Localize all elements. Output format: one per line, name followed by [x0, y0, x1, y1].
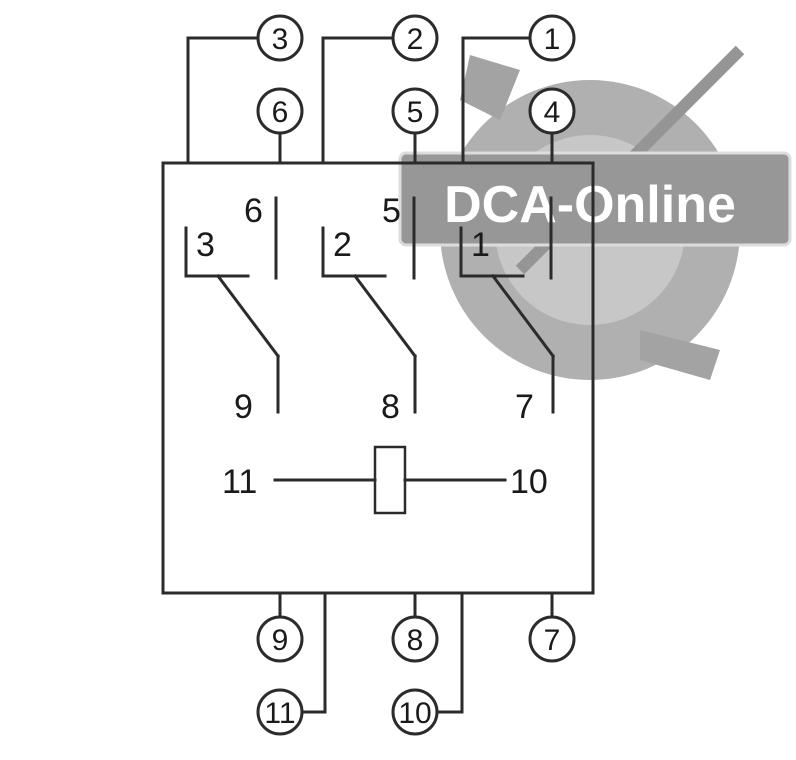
coil-symbol: [373, 445, 407, 515]
label-10: 10: [510, 463, 548, 501]
terminal-8: 8: [391, 615, 439, 663]
svg-text:8: 8: [407, 624, 424, 657]
svg-text:10: 10: [398, 697, 431, 730]
contact-blade-1: [215, 273, 281, 359]
wire-terminal-1: [461, 36, 530, 165]
label-5: 5: [382, 192, 401, 230]
contact-blade-2: [352, 273, 418, 359]
wire-terminal-2: [321, 36, 395, 165]
watermark-logo: DCA-Online: [398, 45, 792, 380]
label-7: 7: [515, 388, 534, 426]
watermark-banner: [398, 151, 792, 247]
svg-text:4: 4: [544, 96, 561, 129]
label-1: 1: [471, 226, 490, 264]
svg-text:3: 3: [272, 23, 289, 56]
contact-blade-3: [490, 273, 556, 359]
relay-body: [161, 161, 595, 595]
svg-text:7: 7: [544, 624, 561, 657]
svg-text:5: 5: [407, 96, 424, 129]
contact-com-2: [321, 226, 387, 278]
watermark-wrench-top: [460, 55, 520, 120]
svg-text:1: 1: [544, 23, 561, 56]
label-9: 9: [234, 388, 253, 426]
contact-pole-2: 5 2 8: [321, 192, 418, 426]
wire-terminal-10: [435, 591, 464, 714]
watermark-text: DCA-Online: [444, 176, 736, 234]
terminal-4: 4: [528, 87, 576, 135]
relay-coil: 11 10: [222, 445, 548, 515]
terminal-10: 10: [391, 688, 439, 736]
contact-com-3: [184, 226, 250, 278]
label-6: 6: [244, 192, 263, 230]
svg-text:9: 9: [272, 624, 289, 657]
terminal-5: 5: [391, 87, 439, 135]
terminal-6: 6: [256, 87, 304, 135]
watermark-wrench-bottom: [640, 330, 720, 380]
terminal-1: 1: [528, 14, 576, 62]
contact-pole-1: 6 3 9: [184, 192, 281, 426]
label-3: 3: [196, 226, 215, 264]
terminal-7: 7: [528, 615, 576, 663]
wire-terminal-3: [186, 36, 260, 165]
label-2: 2: [333, 226, 352, 264]
terminal-11: 11: [256, 688, 304, 736]
label-8: 8: [381, 388, 400, 426]
terminal-2: 2: [391, 14, 439, 62]
terminal-9: 9: [256, 615, 304, 663]
terminal-3: 3: [256, 14, 304, 62]
svg-text:11: 11: [264, 697, 295, 730]
contact-pole-3: 1 7: [459, 196, 556, 426]
svg-text:2: 2: [407, 23, 424, 56]
label-11: 11: [222, 463, 257, 501]
wire-terminal-11: [300, 591, 327, 714]
contact-com-1: [459, 226, 525, 278]
svg-text:6: 6: [272, 96, 289, 129]
